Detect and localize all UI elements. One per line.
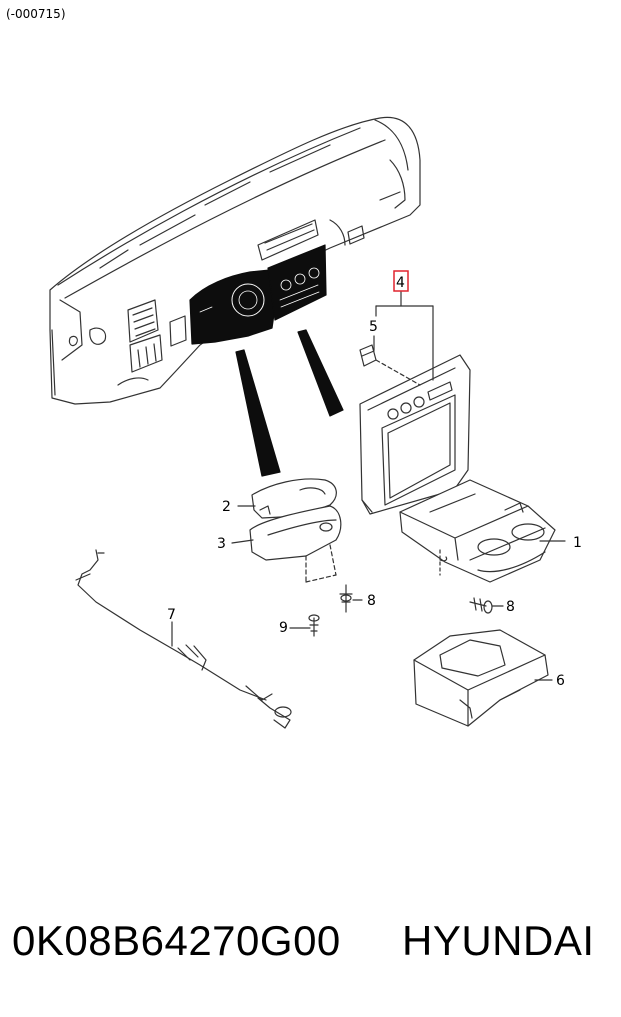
footer-bar: 0K08B64270G00 HYUNDAI	[0, 905, 621, 985]
callout-2: 2	[222, 499, 231, 515]
screw-9	[308, 614, 320, 637]
callout-3: 3	[217, 536, 226, 552]
callout-1: 1	[573, 535, 582, 551]
callout-5: 5	[369, 319, 378, 335]
screw-8-column	[339, 584, 353, 613]
storage-tray-box	[413, 629, 549, 727]
release-cable	[75, 549, 292, 729]
tray-cup-holder	[399, 479, 556, 583]
callout-8-column: 8	[367, 593, 376, 609]
diagram-range-code: (-000715)	[6, 7, 66, 21]
clip-part-5	[359, 344, 421, 386]
column-shroud-upper	[251, 478, 337, 519]
parts-diagram-svg: 4 5 1 2 3 8 9 8 7 6	[49, 116, 582, 729]
callout-4-highlight-box	[393, 270, 409, 292]
part-number: 0K08B64270G00	[12, 917, 341, 964]
column-shroud-lower	[249, 505, 342, 583]
callout-7: 7	[167, 607, 176, 623]
screw-8-tray	[469, 597, 493, 614]
center-panel-dark	[267, 244, 327, 321]
leader-wedge-cluster	[235, 349, 281, 477]
instrument-cluster-hood	[189, 269, 277, 345]
center-facia-panel	[359, 354, 471, 515]
callout-9: 9	[279, 620, 288, 636]
callout-8-tray: 8	[506, 599, 515, 615]
leader-lines	[171, 291, 566, 681]
leader-wedge-center	[297, 329, 344, 417]
callout-4: 4	[396, 275, 405, 291]
callout-6: 6	[556, 673, 565, 689]
brand-name: HYUNDAI	[402, 917, 595, 964]
parts-diagram: 4 5 1 2 3 8 9 8 7 6	[49, 116, 582, 729]
